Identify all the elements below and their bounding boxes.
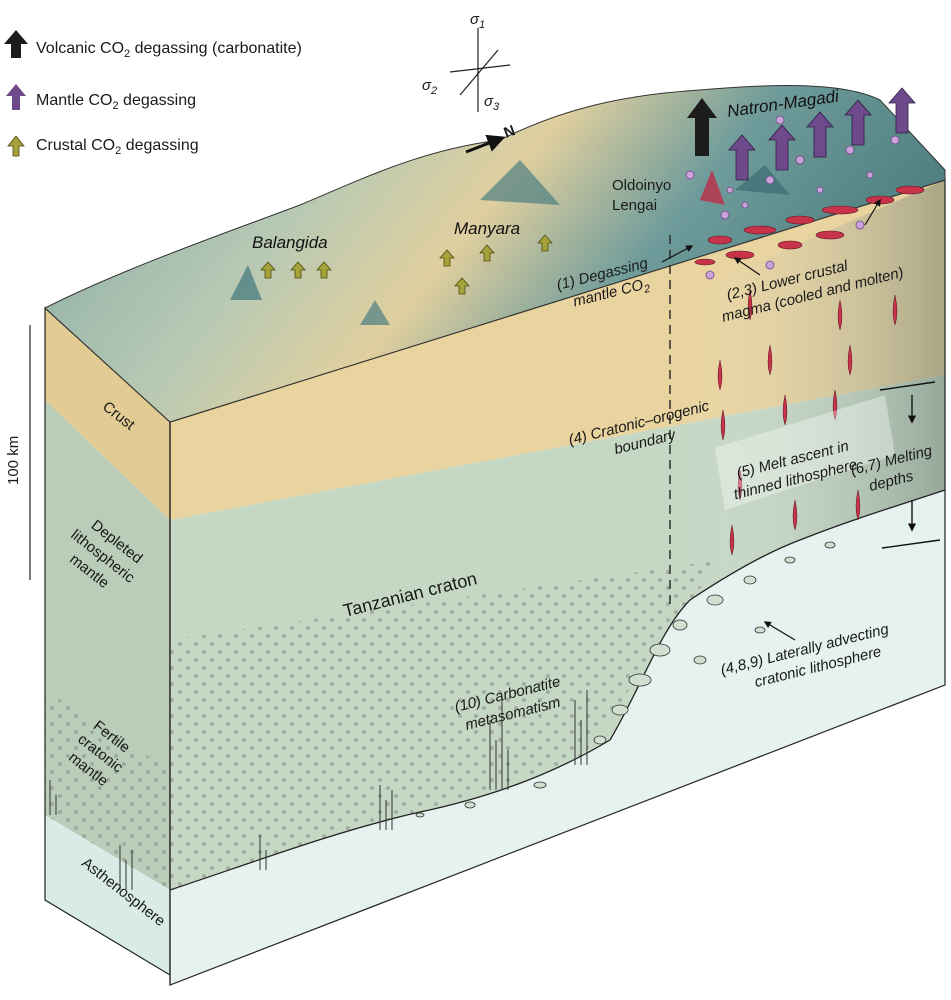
crustal-arrows — [260, 234, 553, 295]
volcanic-arrow — [687, 98, 717, 156]
place-manyara: Manyara — [454, 219, 520, 238]
crustal-arrow — [479, 244, 495, 262]
co2-bubbles — [685, 115, 909, 280]
legend-mantle-label: Mantle CO2 degassing — [36, 92, 196, 112]
melt-ascent-panel — [715, 395, 895, 510]
crustal-arrow — [290, 261, 306, 279]
front-astheno — [170, 490, 945, 985]
place-balangida: Balangida — [252, 233, 328, 252]
annot-advecting-arrow — [763, 621, 796, 641]
mantle-arrow — [888, 87, 916, 134]
crustal-arrow — [439, 249, 455, 267]
side-fertile-dots — [45, 690, 170, 890]
magma-lenses — [694, 185, 925, 266]
mantle-arrow — [768, 124, 796, 171]
legend-volcanic-arrow — [4, 30, 28, 58]
legend-mantle-arrow — [6, 84, 26, 110]
stress-axes — [449, 28, 511, 112]
annot-degassing-arrow — [661, 245, 694, 263]
crustal-arrow — [316, 261, 332, 279]
crustal-arrow — [454, 277, 470, 295]
mantle-arrow — [844, 99, 872, 146]
lithosphere-base — [169, 489, 946, 891]
lithosphere-fragments — [415, 541, 836, 818]
side-astheno — [45, 815, 170, 975]
mantle-arrow — [806, 111, 834, 158]
annot-lower-crustal-arrow-left — [733, 257, 761, 276]
melt-drops — [717, 289, 898, 556]
mantle-arrows — [728, 87, 916, 181]
mantle-arrow — [728, 134, 756, 181]
legend-crustal-label: Crustal CO2 degassing — [36, 137, 199, 157]
annot-lower-crustal-arrow-right — [864, 198, 881, 226]
front-face — [169, 179, 946, 986]
sigma2-label: σ2 — [422, 77, 437, 97]
carbonatite-plumes — [49, 690, 588, 890]
melting-depth-marker — [879, 381, 941, 549]
legend-volcanic-label: Volcanic CO2 degassing (carbonatite) — [36, 40, 302, 60]
crustal-arrow — [260, 261, 276, 279]
scale-label: 100 km — [5, 436, 22, 485]
north-arrow-icon — [465, 134, 506, 154]
legend: Volcanic CO2 degassing (carbonatite) Man… — [4, 30, 302, 157]
sigma3-label: σ3 — [484, 93, 500, 113]
crustal-arrow — [537, 234, 553, 252]
sigma1-label: σ1 — [470, 11, 485, 31]
side-crust — [45, 308, 170, 520]
legend-crustal-arrow — [7, 135, 25, 157]
front-fertile-dots — [170, 560, 720, 890]
